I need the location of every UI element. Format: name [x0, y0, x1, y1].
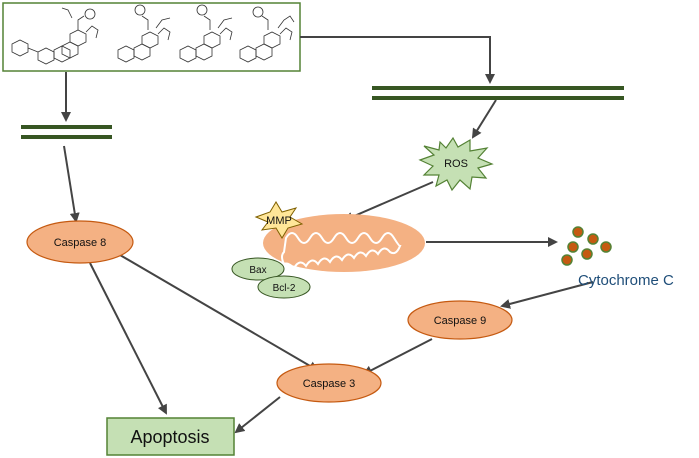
compound-structures-box — [2, 2, 301, 72]
ros-label: ROS — [444, 158, 468, 170]
caspase3-label: Caspase 3 — [303, 378, 356, 390]
caspase9-label: Caspase 9 — [434, 315, 487, 327]
molecule-structure-4 — [239, 6, 295, 63]
caspase3-node: Caspase 3 — [276, 363, 382, 403]
apoptosis-label: Apoptosis — [130, 427, 209, 447]
arrow-compound-to-right-membrane — [300, 36, 495, 84]
bax-node: Bax — [231, 257, 285, 281]
molecule-structure-2 — [117, 4, 171, 63]
arrow-caspase8-to-caspase3 — [119, 254, 319, 372]
caspase8-node: Caspase 8 — [26, 220, 134, 264]
bcl2-node: Bcl-2 — [257, 275, 311, 299]
arrow-caspase3-to-apoptosis — [234, 396, 281, 434]
molecule-structure-1 — [11, 7, 99, 65]
right-membrane — [372, 86, 624, 100]
mitochondria — [263, 214, 425, 272]
arrow-membrane-to-ros — [471, 99, 497, 139]
cytochrome-c-label: Cytochrome C — [578, 272, 674, 289]
ros-node: ROS — [418, 136, 494, 192]
caspase8-label: Caspase 8 — [54, 237, 107, 249]
arrow-caspase9-to-caspase3 — [362, 338, 433, 375]
bcl2-label: Bcl-2 — [273, 283, 296, 294]
mmp-label: MMP — [266, 215, 292, 227]
cytochrome-c-molecules — [561, 226, 612, 266]
molecule-structure-3 — [179, 4, 233, 63]
arrows — [61, 36, 594, 434]
arrow-caspase8-to-apoptosis — [89, 262, 167, 415]
arrow-cytochrome-to-caspase9 — [500, 281, 594, 309]
bax-label: Bax — [249, 265, 266, 276]
arrow-ros-to-mitochondria — [343, 181, 434, 222]
caspase9-node: Caspase 9 — [407, 300, 513, 340]
apoptosis-node: Apoptosis — [106, 417, 235, 456]
mitochondria-cristae — [281, 232, 402, 270]
mmp-node: MMP — [254, 201, 304, 239]
arrow-membrane-to-caspase8 — [63, 145, 80, 223]
left-membrane — [21, 125, 112, 139]
